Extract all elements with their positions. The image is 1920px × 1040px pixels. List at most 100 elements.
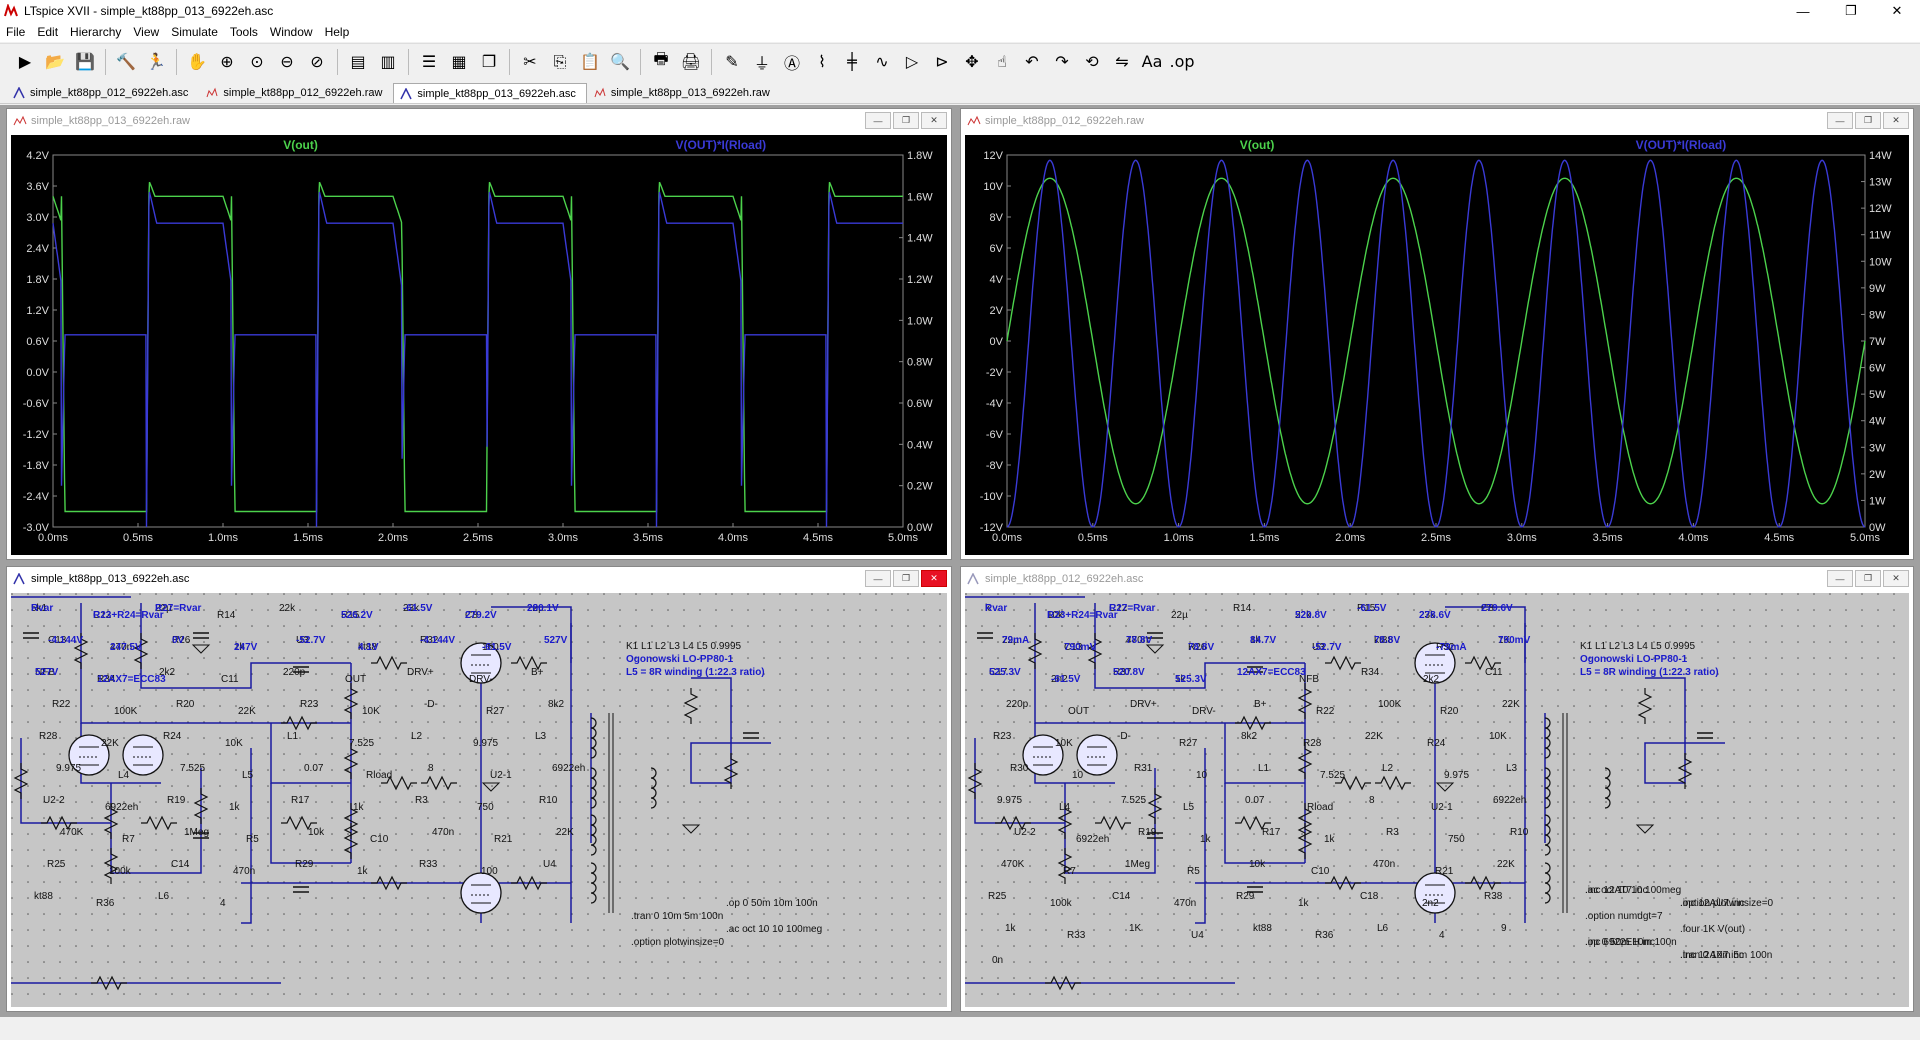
label-button[interactable]: Ⓐ (778, 48, 806, 76)
resistor-symbol[interactable] (193, 788, 209, 824)
resistor-symbol[interactable] (1095, 815, 1131, 831)
node-voltage-label[interactable]: 79mA (1002, 635, 1029, 646)
component-label[interactable]: R29 (295, 859, 314, 870)
undo-button[interactable]: ↶ (1018, 48, 1046, 76)
component-label[interactable]: R14 (1233, 603, 1252, 614)
resistor-symbol[interactable] (103, 803, 119, 839)
component-label[interactable]: U4 (1191, 930, 1204, 941)
component-label[interactable]: R23 (300, 699, 319, 710)
component-label[interactable]: C11 (1485, 667, 1503, 678)
node-voltage-label[interactable]: 527V (35, 667, 59, 678)
wire-button[interactable]: ✎ (718, 48, 746, 76)
inductor-button[interactable]: ∿ (868, 48, 896, 76)
tube-u2-2[interactable] (1076, 734, 1118, 776)
component-label[interactable]: 1K (1129, 923, 1142, 934)
component-label[interactable]: 4 (220, 898, 226, 909)
resistor-symbol[interactable] (1325, 655, 1361, 671)
resistor-symbol[interactable] (1677, 753, 1693, 789)
trace-label-power[interactable]: V(OUT)*I(Rload) (1636, 138, 1727, 152)
component-label[interactable]: 22K (556, 827, 574, 838)
resistor-symbol[interactable] (511, 655, 547, 671)
component-label[interactable]: DRV+ (1130, 699, 1157, 710)
component-label[interactable]: 470K (1001, 859, 1025, 870)
component-label[interactable]: 6922eh (105, 802, 138, 813)
component-label[interactable]: 4 (1439, 930, 1445, 941)
component-label[interactable]: 2n2 (1051, 674, 1068, 685)
component-label[interactable]: R20 (1440, 706, 1459, 717)
child-close-button[interactable]: ✕ (1883, 112, 1909, 129)
wire-nfb[interactable] (1644, 677, 1725, 784)
component-label[interactable]: K1 L1 L2 L3 L4 L5 0.9995 (1580, 641, 1696, 652)
component-label[interactable]: .four 1K V(out) (1680, 924, 1745, 935)
component-label[interactable]: R14 (217, 610, 236, 621)
node-voltage-label[interactable]: 78.8V (1126, 635, 1152, 646)
component-label[interactable]: L6 (158, 891, 170, 902)
resistor-symbol[interactable] (133, 633, 149, 669)
resistor-symbol[interactable] (343, 823, 359, 859)
wire-bias-b[interactable] (1224, 783, 1305, 864)
tile-horizontal-button[interactable]: ☰ (415, 48, 443, 76)
child-minimize-button[interactable]: — (865, 112, 891, 129)
menu-hierarchy[interactable]: Hierarchy (70, 25, 122, 39)
component-label[interactable]: .ac oct 10 10 100meg (1585, 885, 1681, 896)
resistor-symbol[interactable] (1335, 775, 1371, 791)
node-voltage-label[interactable]: 790mV (1498, 635, 1531, 646)
component-label[interactable]: R21 (1435, 866, 1454, 877)
ground-symbol[interactable] (681, 824, 701, 834)
resistor-symbol[interactable] (1057, 848, 1073, 884)
resistor-symbol[interactable] (381, 775, 417, 791)
component-label[interactable]: 750 (477, 802, 494, 813)
node-voltage-label[interactable]: 12AX7=ECC83 (97, 674, 166, 685)
component-label[interactable]: 22K (1502, 699, 1520, 710)
redo-button[interactable]: ↷ (1048, 48, 1076, 76)
component-label[interactable]: 22µ (1171, 610, 1188, 621)
component-label[interactable]: 10k (1249, 859, 1266, 870)
resistor-symbol[interactable] (1087, 633, 1103, 669)
component-label[interactable]: R24 (1427, 738, 1446, 749)
node-voltage-label[interactable]: 278.6V (1419, 610, 1451, 621)
node-voltage-label[interactable]: 520.8V (1295, 610, 1327, 621)
component-label[interactable]: R22 (52, 699, 71, 710)
component-label[interactable]: R17 (1262, 827, 1281, 838)
component-label[interactable]: R7 (122, 834, 135, 845)
component-label[interactable]: U3 (296, 635, 309, 646)
component-label[interactable]: 22K (1365, 731, 1383, 742)
component-label[interactable]: L3 (1506, 763, 1518, 774)
close-button[interactable]: ✕ (1874, 0, 1920, 22)
component-label[interactable]: 1k (1324, 834, 1336, 845)
component-label[interactable]: 220p (1006, 699, 1029, 710)
node-voltage-label[interactable]: 247V (234, 642, 258, 653)
restore-button[interactable]: ❐ (1828, 0, 1874, 22)
component-label[interactable]: R27 (486, 706, 505, 717)
component-label[interactable]: 9.975 (1444, 770, 1469, 781)
component-label[interactable]: DRV- (1192, 706, 1216, 717)
node-voltage-label[interactable]: Ogonowski LO-PP80-1 (626, 654, 734, 665)
component-label[interactable]: C14 (171, 859, 190, 870)
waveform-window-left-titlebar[interactable]: simple_kt88pp_013_6922eh.raw (7, 109, 951, 133)
text-button[interactable]: Aa (1138, 48, 1166, 76)
print-button[interactable]: 🖶 (647, 48, 675, 76)
wire-nfb[interactable] (690, 677, 771, 784)
component-label[interactable]: 1k (353, 802, 365, 813)
resistor-symbol[interactable] (141, 815, 177, 831)
clear-button[interactable]: ▥ (374, 48, 402, 76)
component-label[interactable]: C14 (1112, 891, 1131, 902)
component-label[interactable]: R34 (97, 674, 116, 685)
transformer-l1[interactable] (590, 717, 597, 759)
resistor-symbol[interactable] (343, 683, 359, 719)
component-label[interactable]: 2n2 (1422, 898, 1439, 909)
trace-label-power[interactable]: V(OUT)*I(Rload) (676, 138, 767, 152)
paste-button[interactable]: 📋 (576, 48, 604, 76)
resistor-symbol[interactable] (41, 815, 77, 831)
component-label[interactable]: 6922eh (1076, 834, 1109, 845)
zoom-full-button[interactable]: ⊙ (243, 48, 271, 76)
resistor-symbol[interactable] (371, 655, 407, 671)
component-label[interactable]: 470n (1126, 635, 1148, 646)
component-label[interactable]: 0.07 (304, 763, 324, 774)
find-button[interactable]: 🔍 (606, 48, 634, 76)
node-voltage-label[interactable]: -4.144V (48, 635, 83, 646)
component-label[interactable]: .op 0 50m 10m 100n (1585, 937, 1677, 948)
component-label[interactable]: 1k (1175, 674, 1187, 685)
tab-simple-kt88pp-012-6922eh-raw[interactable]: simple_kt88pp_012_6922eh.raw (199, 83, 393, 103)
